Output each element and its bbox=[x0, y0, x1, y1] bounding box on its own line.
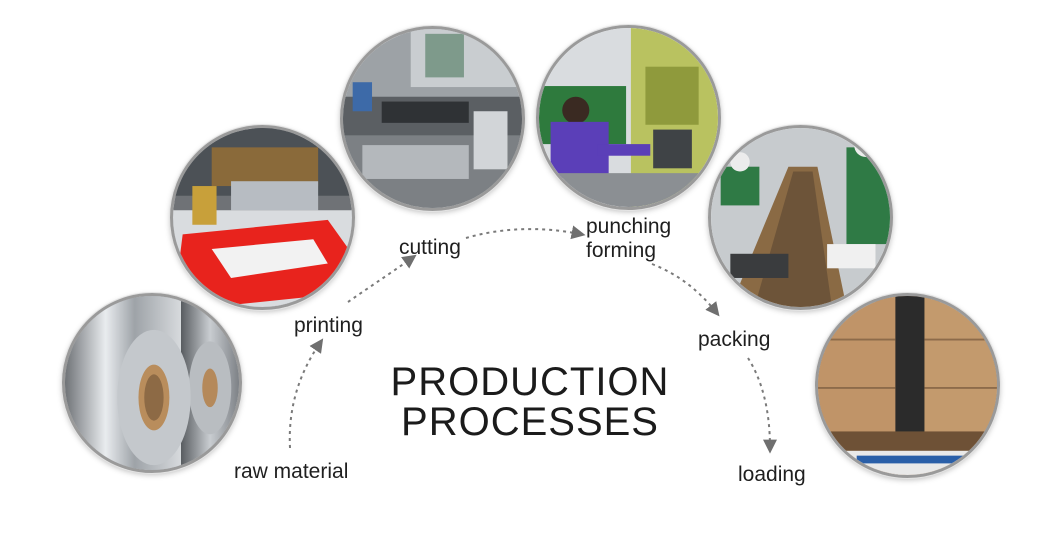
diagram-title-line2: PROCESSES bbox=[401, 400, 659, 444]
arrow-cutting-to-punching bbox=[465, 225, 586, 240]
arrow-punching-to-packing bbox=[651, 263, 720, 317]
step-label-raw-material: raw material bbox=[234, 460, 349, 483]
arrow-packing-to-loading bbox=[747, 357, 777, 454]
diagram-title-line1: PRODUCTION bbox=[390, 360, 670, 404]
loaded-pallets-photo bbox=[815, 293, 1000, 478]
packing-line-photo bbox=[708, 125, 893, 310]
aluminum-coil-photo bbox=[62, 293, 242, 473]
step-label-cutting: cutting bbox=[399, 236, 461, 259]
arrow-printing-to-cutting bbox=[347, 254, 417, 303]
arrow-raw-to-printing bbox=[288, 338, 324, 449]
cutting-machine-photo bbox=[340, 26, 525, 211]
printing-machine-photo bbox=[170, 125, 355, 310]
step-label-forming: forming bbox=[586, 239, 657, 262]
step-label-punching: punching bbox=[586, 215, 672, 238]
step-label-loading: loading bbox=[738, 463, 806, 486]
punching-press-photo bbox=[536, 25, 721, 210]
step-label-printing: printing bbox=[294, 314, 363, 337]
step-label-packing: packing bbox=[698, 328, 771, 351]
